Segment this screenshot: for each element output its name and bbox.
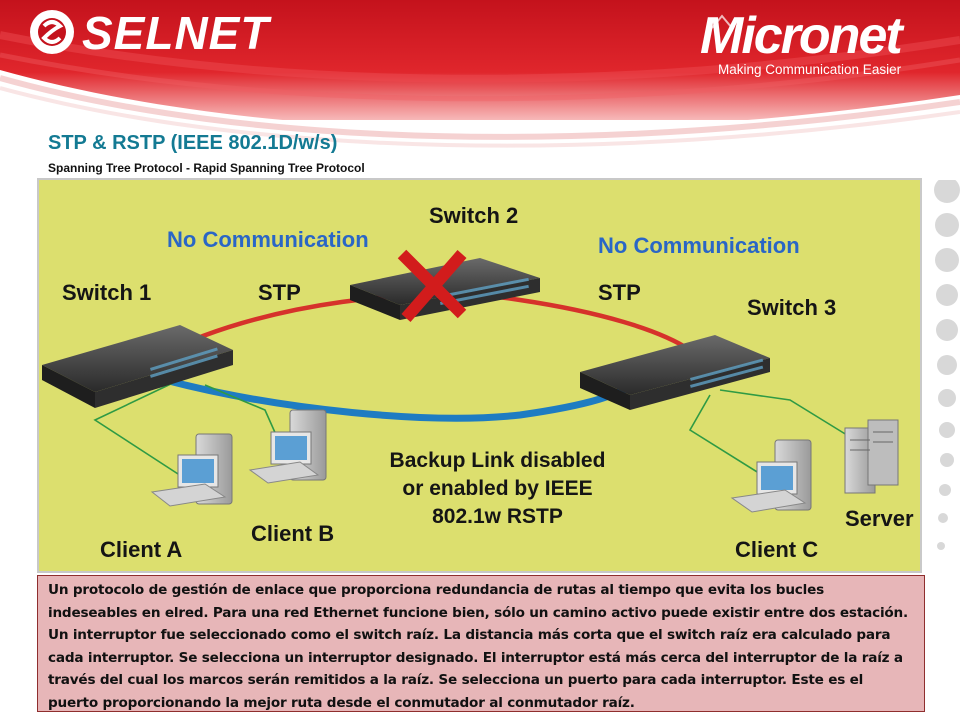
no-communication-left: No Communication: [167, 227, 369, 252]
client-c-label: Client C: [735, 537, 819, 562]
switch1-label: Switch 1: [62, 280, 152, 305]
page-title: STP & RSTP (IEEE 802.1D/w/s): [48, 132, 338, 154]
backup-link-caption: Backup Link disabled or enabled by IEEE …: [360, 447, 635, 531]
micronet-tagline: Making Communication Easier: [718, 62, 902, 77]
selnet-logo-icon: [30, 10, 74, 54]
description-text: Un protocolo de gestión de enlace que pr…: [48, 582, 908, 711]
server-label: Server: [845, 506, 914, 531]
client-b-label: Client B: [251, 521, 335, 546]
switch3-label: Switch 3: [747, 295, 837, 320]
decorative-dots: [934, 180, 960, 550]
selnet-logo-text: SELNET: [82, 7, 270, 59]
header-banner: [0, 0, 960, 180]
micronet-logo-text: Micronet: [700, 7, 903, 65]
client-a-label: Client A: [100, 537, 183, 562]
backup-line-1: Backup Link disabled: [389, 449, 606, 472]
switch2-label: Switch 2: [429, 203, 519, 228]
stp-right-label: STP: [598, 280, 641, 305]
no-communication-right: No Communication: [598, 233, 800, 258]
page-subtitle: Spanning Tree Protocol - Rapid Spanning …: [48, 161, 365, 175]
backup-line-3: 802.1w RSTP: [432, 505, 563, 528]
description-box: Un protocolo de gestión de enlace que pr…: [37, 575, 925, 712]
stp-left-label: STP: [258, 280, 301, 305]
backup-line-2: or enabled by IEEE: [402, 477, 593, 500]
